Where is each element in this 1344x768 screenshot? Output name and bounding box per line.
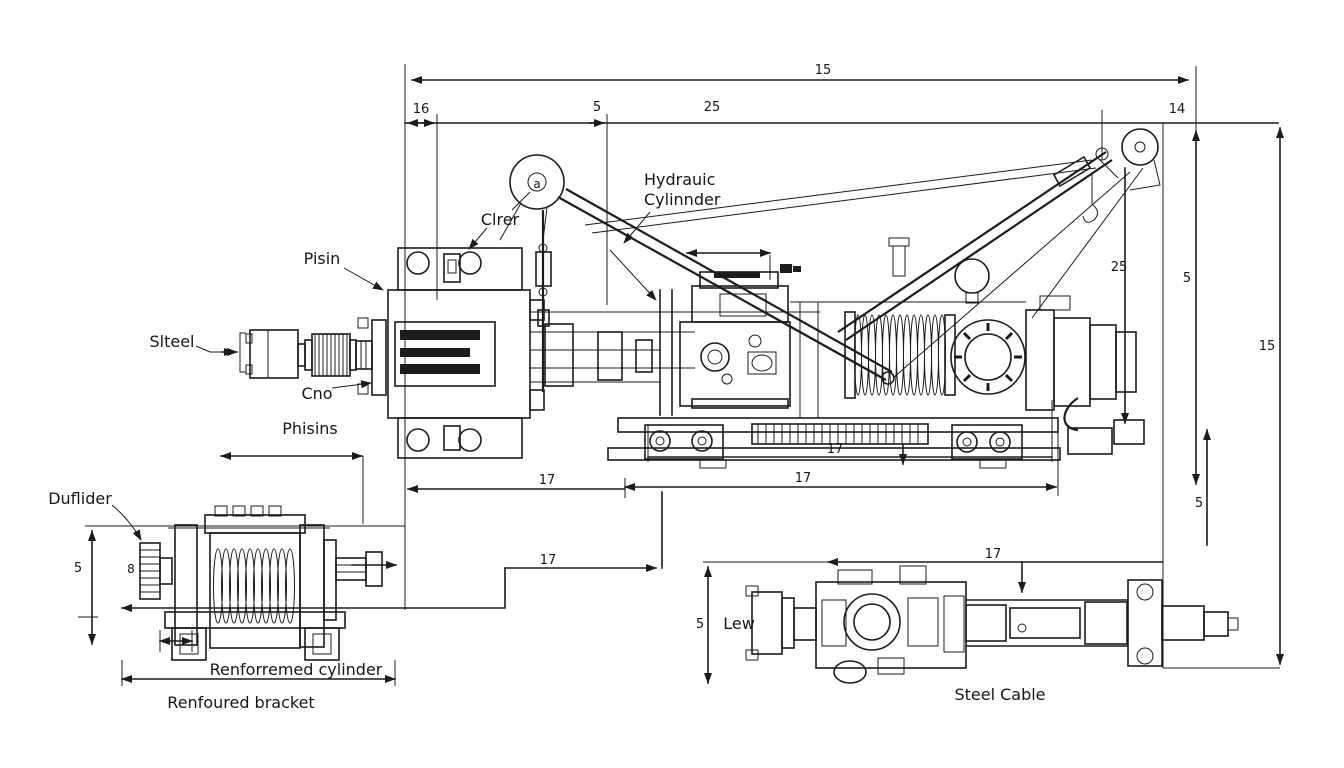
dim-top-25: 25 — [704, 100, 721, 115]
cno-label: Cno — [301, 384, 332, 403]
j-bracket — [1063, 397, 1079, 432]
piston-rods — [530, 311, 820, 387]
cable-housing — [815, 565, 967, 684]
dim-winch-5: 5 — [74, 561, 82, 576]
dim-top-16: 16 — [413, 102, 430, 117]
cable-rod-sections — [965, 599, 1129, 647]
dim-right-25: 25 — [1111, 260, 1128, 275]
dim-17-bottom-view: 17 — [985, 547, 1002, 562]
pulley-a — [499, 154, 565, 392]
right-housing — [790, 295, 1145, 455]
reinforced-cylinder-label: Renforremed cylinder — [210, 660, 383, 679]
cable-assembly-view — [745, 565, 1239, 684]
winch-base — [164, 611, 346, 661]
winch-left-column — [174, 524, 198, 646]
clrer-label: Clrer — [481, 210, 520, 229]
corrugated-hose — [751, 423, 929, 445]
dim-right-lower-5: 5 — [1195, 496, 1203, 511]
main-assembly-view — [111, 128, 1161, 541]
steel-label: Slteel — [149, 332, 194, 351]
winch-drum — [204, 505, 306, 649]
hydraulic-cylinder-label-line1: Hydrauic — [644, 170, 715, 189]
mount-foot-left — [644, 424, 724, 460]
dim-17-right: 17 — [795, 471, 812, 486]
pulley-a-mark: a — [533, 177, 540, 191]
spline-gear — [311, 317, 373, 395]
pressure-gauge — [954, 258, 990, 294]
boom-cylinder — [1052, 155, 1092, 188]
hydraulic-cylinder-label-line2: Cylinnder — [644, 190, 721, 209]
dim-17-left: 17 — [539, 473, 556, 488]
dim-17-step: 17 — [540, 553, 557, 568]
gearbox-housing — [371, 247, 545, 459]
steel-cable-label: Steel Cable — [954, 685, 1045, 704]
end-flange — [950, 319, 1026, 395]
lew-label: Lew — [723, 614, 755, 633]
pulley-top-right — [1095, 128, 1161, 191]
leader-lines — [111, 191, 651, 541]
dim-top-overall: 15 — [815, 63, 832, 78]
text-labels: Hydrauic Cylinnder Clrer Pisin Slteel Cn… — [48, 63, 1275, 712]
mount-foot-right — [951, 424, 1023, 460]
valve-block — [659, 264, 801, 416]
cable-right-plate — [1127, 579, 1239, 667]
dim-17-inner: 17 — [827, 442, 844, 457]
dim-top-14: 14 — [1169, 102, 1186, 117]
cable-left-cap — [751, 591, 783, 655]
duflider-label: Duflider — [48, 489, 112, 508]
gear-8-mark: 8 — [127, 562, 135, 576]
bleed-valve — [892, 245, 906, 277]
dim-right-15: 15 — [1259, 339, 1276, 354]
winch-gear — [139, 542, 173, 600]
hook — [1082, 203, 1098, 223]
dim-top-5: 5 — [593, 100, 601, 115]
steel-coupling — [221, 329, 313, 379]
dim-cable-5: 5 — [696, 617, 704, 632]
dim-right-5: 5 — [1183, 271, 1191, 286]
phisins-label: Phisins — [282, 419, 338, 438]
winch-detail-view — [139, 505, 383, 661]
bellows-section — [844, 237, 956, 399]
reinforced-bracket-label: Renfoured bracket — [167, 693, 314, 712]
base-frame — [607, 417, 1061, 469]
pisin-label: Pisin — [304, 249, 341, 268]
